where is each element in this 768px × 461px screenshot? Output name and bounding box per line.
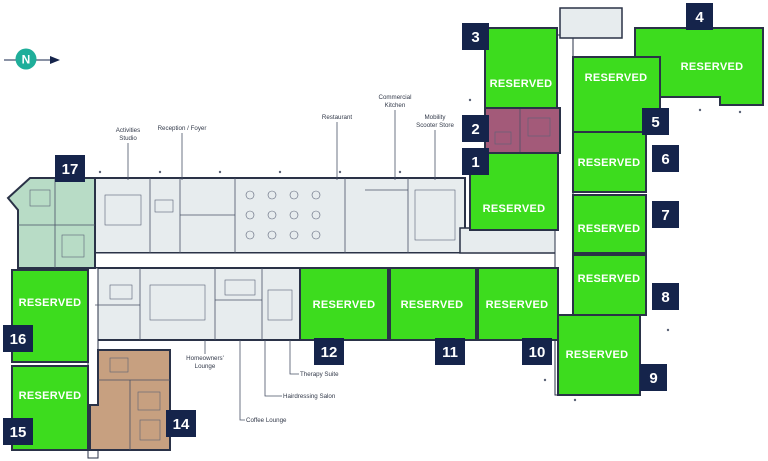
label-hairdressing: Hairdressing Salon [283,393,336,400]
area-labels: Activities Studio Reception / Foyer Rest… [116,94,455,424]
badge-10[interactable]: 10 [522,338,552,365]
label-kitchen-1: Commercial [378,94,411,101]
communal-areas [19,7,623,459]
svg-text:6: 6 [661,151,669,168]
apartment-17[interactable] [6,177,96,269]
apartment-14[interactable] [89,349,171,451]
reserved-labels: RESERVED RESERVED RESERVED RESERVED RESE… [19,61,744,402]
svg-text:8: 8 [661,289,669,306]
svg-text:9: 9 [649,370,657,387]
badge-16[interactable]: 16 [3,325,33,352]
label-restaurant: Restaurant [322,114,353,121]
label-activities-2: Studio [119,135,137,142]
reserved-label-7: RESERVED [578,223,641,235]
svg-text:3: 3 [471,29,479,46]
label-reception: Reception / Foyer [158,125,207,132]
badge-6[interactable]: 6 [652,145,679,172]
apartment-9-block[interactable] [557,314,641,396]
reserved-label-12: RESERVED [313,299,376,311]
badge-9[interactable]: 9 [640,364,667,391]
restaurant-tables [104,189,456,321]
label-kitchen-2: Kitchen [385,102,406,109]
svg-text:2: 2 [471,121,479,138]
badge-5[interactable]: 5 [642,108,669,135]
reserved-label-10: RESERVED [486,299,549,311]
svg-text:12: 12 [321,344,338,361]
apartment-6-block[interactable] [572,131,647,193]
reserved-label-8: RESERVED [578,273,641,285]
compass-letter: N [22,53,31,67]
apartment-2[interactable] [484,107,561,154]
svg-text:16: 16 [10,331,27,348]
reserved-label-4: RESERVED [681,61,744,73]
badge-17[interactable]: 17 [55,155,85,182]
badge-3[interactable]: 3 [462,23,489,50]
reserved-label-1: RESERVED [483,203,546,215]
svg-text:14: 14 [173,416,190,433]
label-lounge-1: Homeowners' [186,355,224,362]
badge-4[interactable]: 4 [686,3,713,30]
reserved-apartments [11,27,764,451]
svg-text:7: 7 [661,207,669,224]
reserved-label-11: RESERVED [401,299,464,311]
label-mobility-1: Mobility [425,114,447,121]
reserved-label-6: RESERVED [578,157,641,169]
reserved-label-15: RESERVED [19,390,82,402]
reserved-label-5: RESERVED [585,72,648,84]
label-coffee: Coffee Lounge [246,417,287,424]
svg-text:10: 10 [529,344,546,361]
apartment-7-block[interactable] [572,194,647,254]
badge-1[interactable]: 1 [462,148,489,175]
badge-12[interactable]: 12 [314,338,344,365]
apartment-10-block[interactable] [477,267,559,341]
reserved-label-9: RESERVED [566,349,629,361]
svg-text:5: 5 [651,114,659,131]
svg-text:11: 11 [442,344,458,361]
svg-text:4: 4 [695,9,704,26]
svg-text:17: 17 [62,161,79,178]
svg-text:1: 1 [471,154,479,171]
apartment-12-block[interactable] [299,267,389,341]
badge-14[interactable]: 14 [166,410,196,437]
apartment-11-block[interactable] [389,267,477,341]
badge-15[interactable]: 15 [3,418,33,445]
reserved-label-16: RESERVED [19,297,82,309]
apartment-3-block[interactable] [484,27,558,109]
number-badges: 3 4 2 1 5 6 7 8 9 10 11 12 14 15 16 17 [3,3,713,445]
label-mobility-2: Scooter Store [416,122,454,129]
label-activities-1: Activities [116,127,140,134]
label-lounge-2: Lounge [195,363,216,370]
north-arrow-icon: N [4,48,60,70]
badge-11[interactable]: 11 [435,338,465,365]
svg-text:15: 15 [10,424,27,441]
landscape-dots [98,98,742,402]
badge-7[interactable]: 7 [652,201,679,228]
apartment-8-block[interactable] [572,254,647,316]
apartment-16-block[interactable] [11,269,89,363]
reserved-label-3: RESERVED [490,78,553,90]
badge-2[interactable]: 2 [462,115,489,142]
badge-8[interactable]: 8 [652,283,679,310]
label-therapy: Therapy Suite [300,371,339,378]
